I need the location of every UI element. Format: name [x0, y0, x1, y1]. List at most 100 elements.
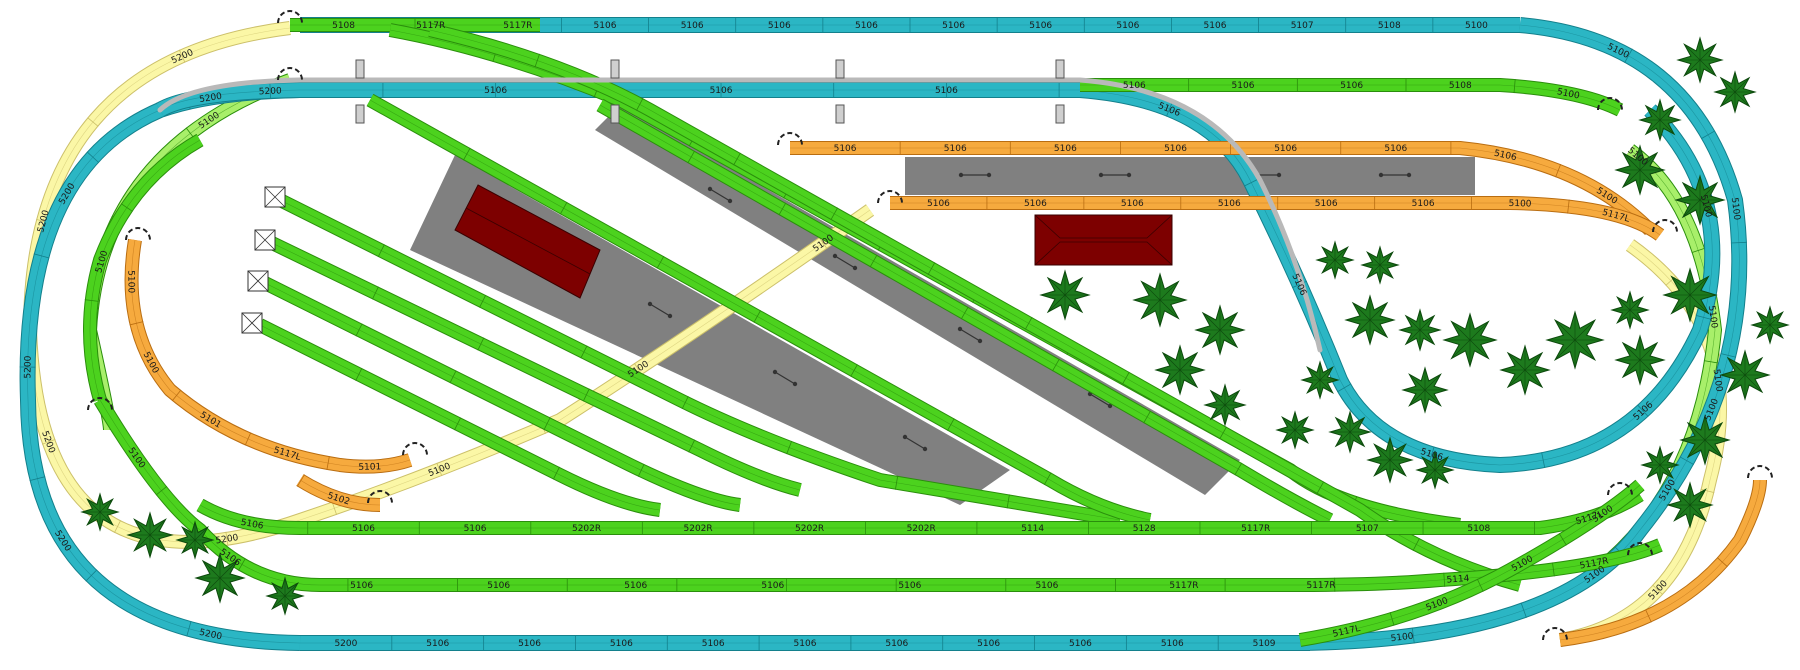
tree-branch: [1422, 457, 1436, 471]
buffer-stop: [247, 270, 269, 292]
tree-branch: [1507, 352, 1526, 371]
track-orange-left-joint: [129, 321, 144, 326]
track-lightgreen-loop-joint: [1691, 247, 1706, 254]
tree-branch: [1647, 452, 1661, 466]
track-outer-bottom: [300, 635, 1310, 651]
track-yard-5-joint: [947, 418, 955, 431]
track-connector-marker: [1627, 542, 1653, 556]
tree-icon: [126, 511, 174, 559]
track-label: 5106: [464, 524, 487, 534]
track-label: 5106: [935, 86, 958, 96]
trees: [80, 36, 1790, 616]
track-diag-from-top-2-joint: [927, 262, 936, 275]
track-yard-6-joint: [1143, 410, 1151, 424]
track-connector-marker: [1652, 219, 1678, 233]
track-yard-2-joint: [688, 439, 696, 453]
buffer-stop-cross: [254, 229, 276, 251]
track-lightgreen-loop-joint: [1703, 360, 1718, 364]
platform-bench-end: [852, 265, 858, 271]
tree-icon: [1415, 450, 1455, 490]
track-label: 5107: [1291, 21, 1314, 31]
tree-branch: [284, 595, 298, 609]
station-building-left: [454, 184, 601, 299]
track-inner-top-joint: [269, 82, 271, 99]
platform-bench-end: [772, 369, 778, 375]
track-yellow-loop-joint: [818, 237, 828, 249]
tree-branch: [1419, 329, 1435, 345]
tree-branch: [1639, 359, 1658, 378]
track-yard-3: [261, 276, 741, 512]
track-label: 5106: [681, 21, 704, 31]
track-yellow-loop-joint: [42, 439, 56, 445]
bridge-pillar: [355, 104, 365, 124]
tree-icon: [175, 520, 215, 560]
tree-branch: [1307, 367, 1321, 381]
tree-branch: [1622, 152, 1641, 171]
tree-branch: [1574, 339, 1596, 361]
tree-branch: [1219, 312, 1238, 331]
tree-icon: [1640, 445, 1680, 485]
tree-branch: [1064, 277, 1083, 296]
track-label: 5108: [1378, 21, 1401, 31]
track-yard-2-rail: [269, 241, 801, 491]
track-orange-left: [124, 238, 413, 512]
track-label: 5106: [352, 524, 375, 534]
track-yard-6-rail: [599, 104, 1331, 521]
platform-bench-end: [1107, 403, 1113, 409]
track-label: 5107: [1356, 524, 1379, 534]
tree-icon: [265, 576, 305, 616]
track-yard-4-rail: [259, 324, 661, 511]
track-label: 5202R: [684, 524, 713, 534]
track-label: 5106: [1274, 144, 1297, 154]
tree-branch: [1141, 299, 1161, 319]
track-yard-2-joint: [477, 337, 485, 351]
track-label: 5106: [594, 21, 617, 31]
track-label: 5106: [1123, 81, 1146, 91]
tree-branch: [1379, 264, 1393, 278]
tree-icon: [1328, 410, 1372, 454]
track-label: 5106: [1218, 199, 1241, 209]
track-yard-5-joint: [559, 201, 568, 215]
tree-icon: [1300, 360, 1340, 400]
tree-icon: [1194, 304, 1246, 356]
track-label: 5108: [1467, 524, 1490, 534]
roof-ridge: [1034, 214, 1173, 239]
track-connector-marker: [402, 442, 428, 456]
tree-icon: [1203, 383, 1247, 427]
platform-bench-end: [1378, 172, 1384, 178]
tree-branch: [1367, 252, 1381, 266]
track-yard-1-joint: [479, 294, 487, 308]
tree-branch: [1282, 417, 1296, 431]
tree-branch: [1671, 294, 1691, 314]
track-label: 5200: [215, 533, 239, 546]
tree-branch: [1202, 329, 1221, 348]
tree-branch: [1409, 389, 1426, 406]
track-label: 5106: [610, 639, 633, 649]
tree-branch: [1684, 59, 1701, 76]
tree-branch: [1352, 302, 1371, 321]
platform-bench-end: [986, 172, 992, 178]
track-yard-1-rail: [279, 199, 1121, 521]
track-label: 5106: [1161, 639, 1184, 649]
track-connector-marker: [877, 190, 903, 204]
track-label: 5106: [794, 639, 817, 649]
tree-branch: [1682, 199, 1701, 218]
tree-branch: [1617, 297, 1631, 311]
track-outer-left-joint: [85, 569, 98, 582]
track-label: 5106: [1054, 144, 1077, 154]
track-left-green-curve-joint: [84, 299, 99, 302]
tree-branch: [134, 519, 151, 536]
tree-branch: [1307, 379, 1321, 393]
tree-branch: [1622, 342, 1641, 361]
track-label: 5106: [1493, 149, 1518, 164]
track-label: 5108: [332, 21, 355, 31]
track-orange-left-joint: [244, 432, 252, 446]
track-bottom-right-cross-joint: [1389, 612, 1395, 626]
tree-branch: [1769, 324, 1783, 338]
track-label: 5106: [1164, 144, 1187, 154]
track-connector-marker: [125, 227, 151, 241]
track-yard-6-joint: [687, 150, 695, 164]
track-diag-from-top-2-rail: [429, 29, 1521, 586]
tree-branch: [1699, 59, 1716, 76]
